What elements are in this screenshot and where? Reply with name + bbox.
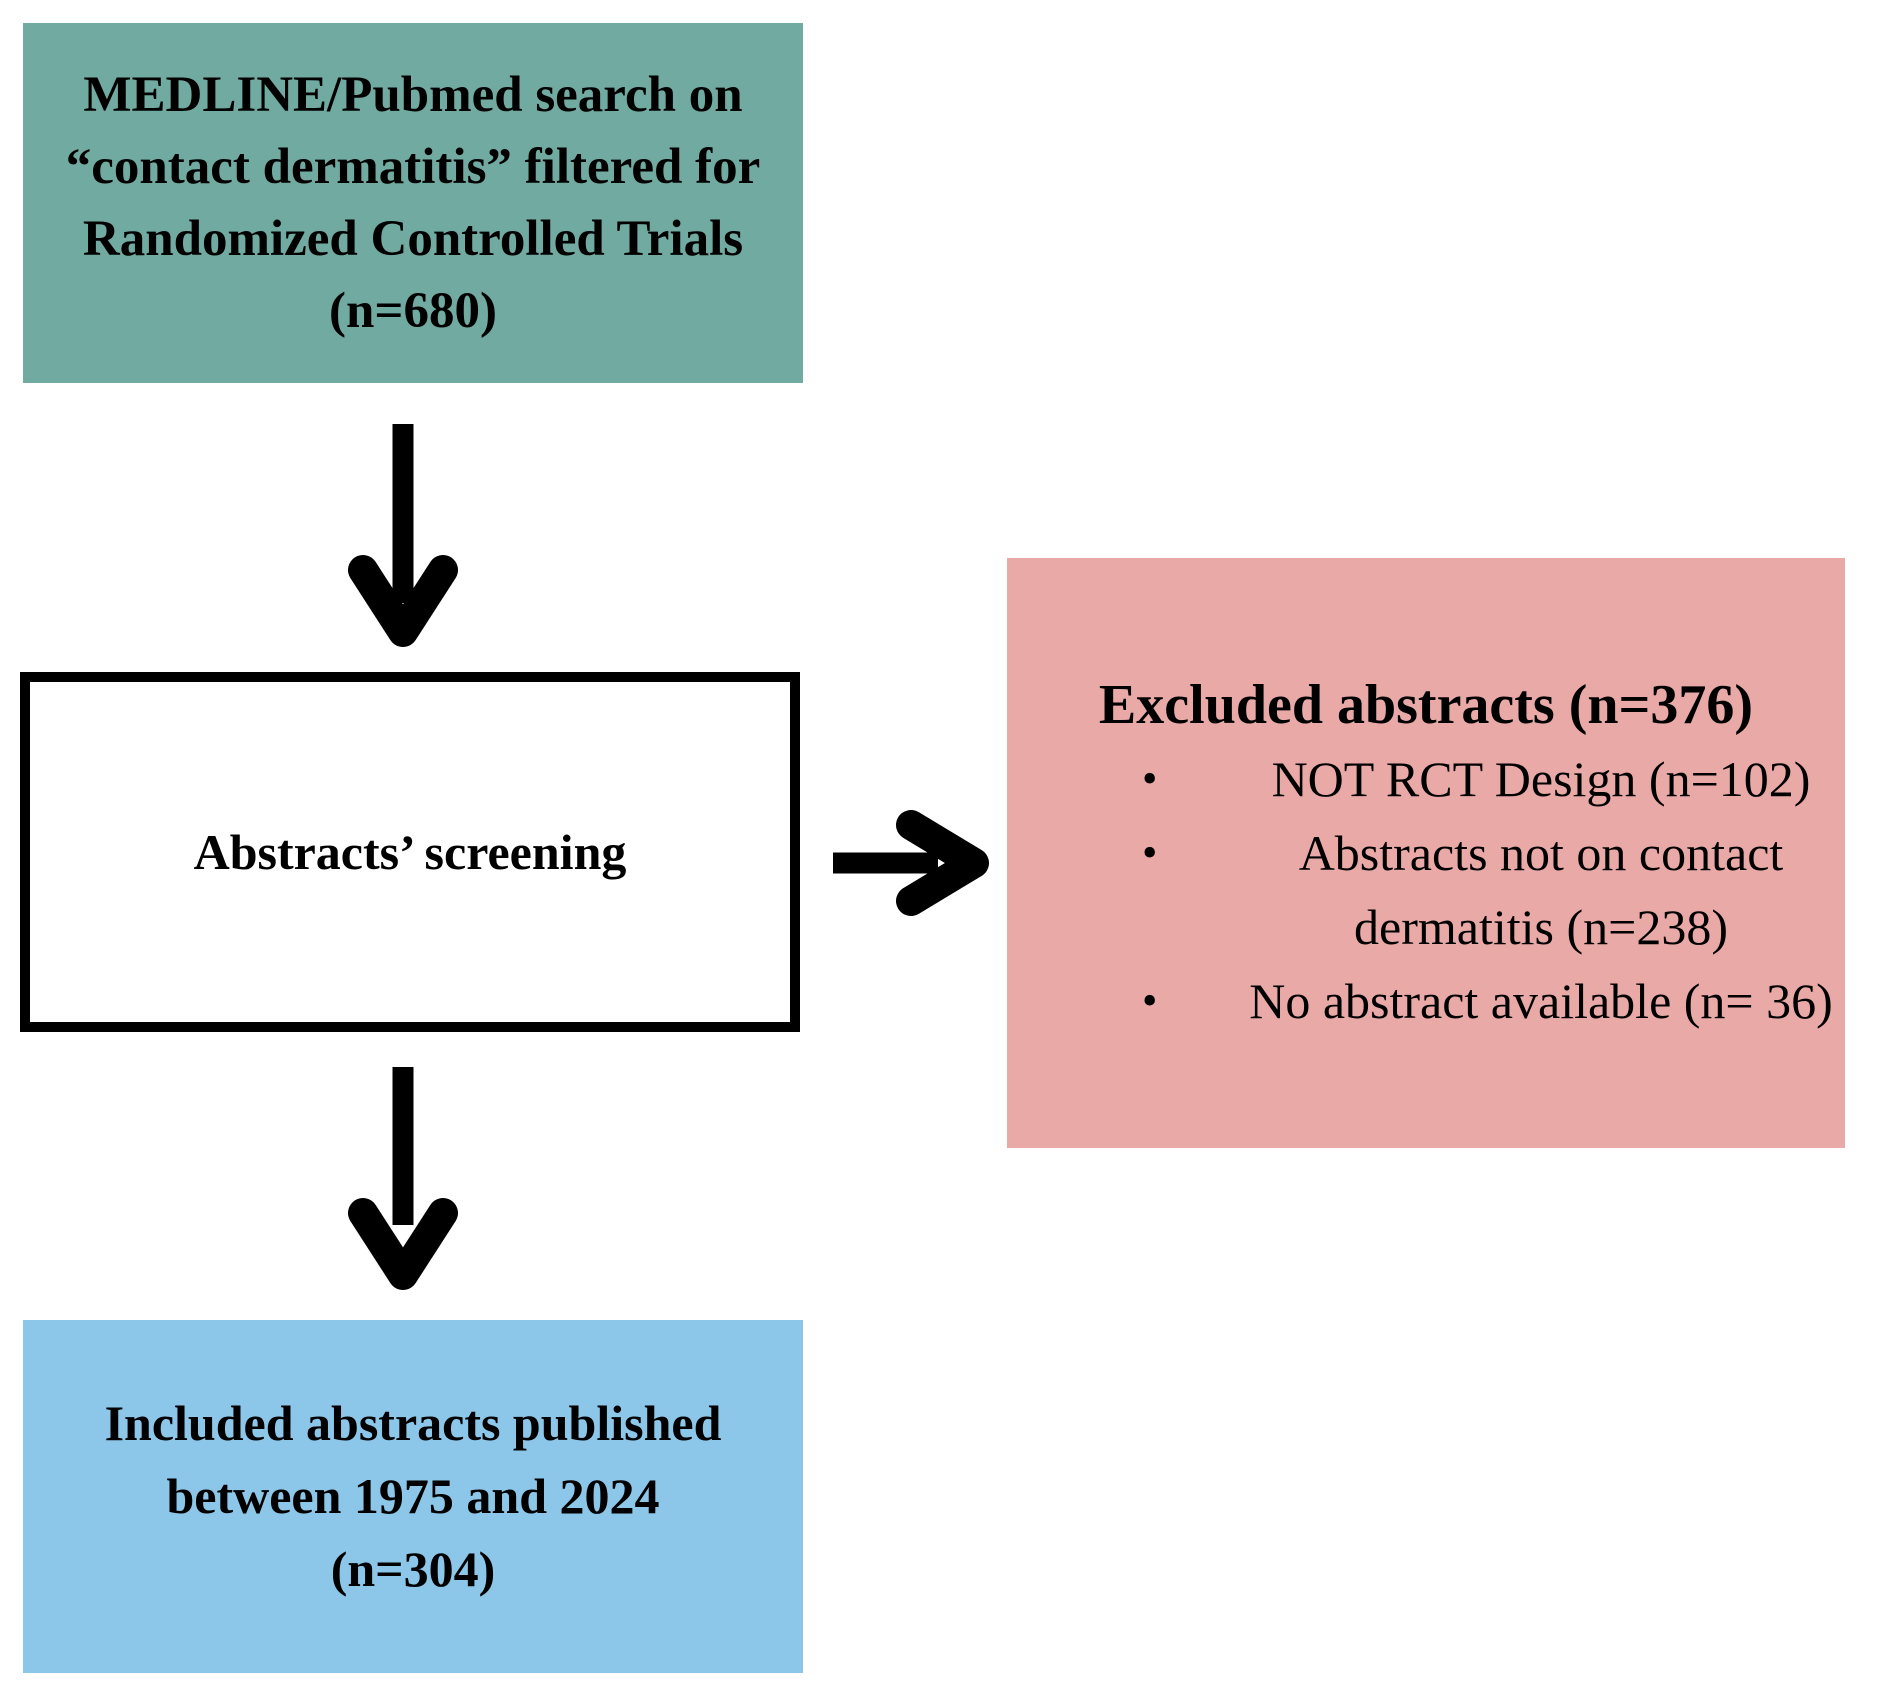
box-included-abstracts: Included abstracts published between 197… [23,1320,803,1673]
included-box-line: (n=304) [330,1541,496,1597]
arrow-head [896,810,989,916]
arrow-down-screening-to-included-icon [348,1067,458,1290]
arrow-head [348,1198,458,1290]
excluded-list-item: NOT RCT Design (n=102) [1142,742,1845,816]
screening-box-label: Abstracts’ screening [193,824,627,880]
excluded-title: Excluded abstracts (n=376) [1098,674,1754,736]
arrow-head [348,555,458,647]
search-box-line: (n=680) [329,283,497,339]
included-box-line: Included abstracts published [104,1395,722,1451]
box-medline-search: MEDLINE/Pubmed search on “contact dermat… [23,23,803,383]
arrow-right-screening-to-excluded-icon [833,810,989,916]
included-box-line: between 1975 and 2024 [166,1468,660,1524]
search-box-line: “contact dermatitis” filtered for [65,139,761,195]
excluded-list-item: Abstracts not on contact dermatitis (n=2… [1142,816,1845,964]
box-abstracts-screening: Abstracts’ screening [20,672,800,1032]
box-excluded-abstracts: Excluded abstracts (n=376) NOT RCT Desig… [1007,558,1845,1148]
excluded-list: NOT RCT Design (n=102) Abstracts not on … [1007,742,1845,1038]
arrow-down-search-to-screening-icon [348,424,458,647]
search-box-line: Randomized Controlled Trials [82,211,744,267]
search-box-line: MEDLINE/Pubmed search on [83,67,743,123]
excluded-list-item: No abstract available (n= 36) [1142,964,1845,1038]
